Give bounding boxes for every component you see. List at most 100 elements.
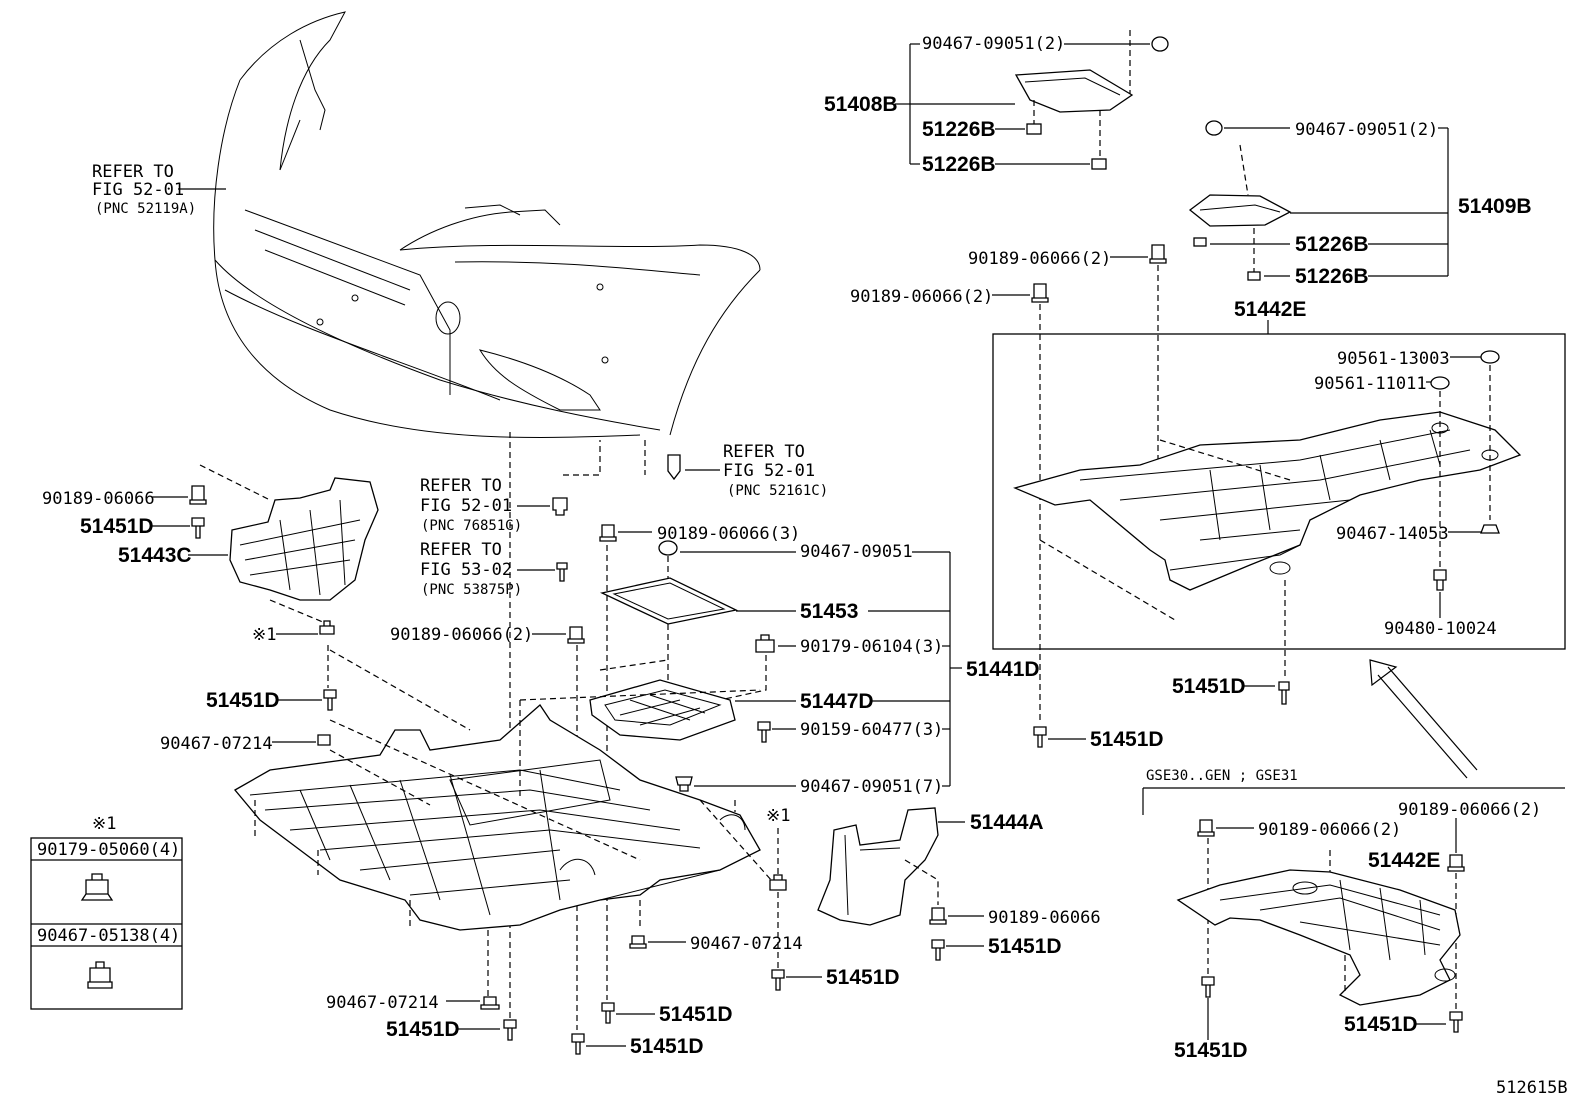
- svg-text:51451D: 51451D: [988, 935, 1062, 958]
- under-cover-51442e-gse: [1176, 869, 1461, 1006]
- svg-text:51451D: 51451D: [206, 689, 280, 712]
- clip-52161c-icon: [667, 454, 681, 481]
- cover-51443c: [229, 477, 379, 601]
- refer-clip-note: REFER TO FIG 52-01 (PNC 76851G): [420, 476, 568, 534]
- svg-text:51447D: 51447D: [800, 690, 874, 713]
- bolt-icon: [323, 689, 337, 711]
- clip-icon: [189, 485, 207, 505]
- clip-icon: [1031, 283, 1049, 303]
- u-nut-icon: [80, 873, 114, 901]
- bolt-icon: [503, 1019, 517, 1041]
- clip-icon: [1205, 120, 1223, 136]
- under-cover-main: [234, 704, 761, 931]
- nut-icon: [1247, 271, 1261, 281]
- svg-text:REFER TO: REFER TO: [420, 476, 502, 496]
- bolt-icon: [1201, 976, 1215, 998]
- svg-text:90561-11011: 90561-11011: [1314, 374, 1427, 394]
- clip-icon: [629, 935, 647, 949]
- svg-text:51451D: 51451D: [80, 515, 154, 538]
- clip-icon: [675, 776, 693, 792]
- svg-text:51451D: 51451D: [1172, 675, 1246, 698]
- svg-text:90480-10024: 90480-10024: [1384, 619, 1497, 639]
- svg-text:51453: 51453: [800, 600, 858, 623]
- nut-icon: [1091, 158, 1107, 170]
- group-gse30: GSE30..GEN ; GSE31 90189-06066(2) 90189-…: [1142, 768, 1565, 1062]
- clips-90189-06066: 90189-06066(2) 90189-06066(2): [850, 244, 1167, 720]
- svg-text:51444A: 51444A: [970, 811, 1044, 834]
- bolt-icon: [191, 517, 205, 539]
- bolt-icon: [601, 1002, 615, 1024]
- nut-icon: [769, 874, 787, 891]
- svg-text:51451D: 51451D: [659, 1003, 733, 1026]
- svg-text:51441D: 51441D: [966, 658, 1040, 681]
- svg-text:FIG 53-02: FIG 53-02: [420, 560, 512, 580]
- clip-icon: [567, 626, 585, 644]
- clip-76851g-icon: [552, 497, 568, 516]
- svg-text:GSE30..GEN ; GSE31: GSE30..GEN ; GSE31: [1146, 768, 1298, 784]
- svg-text:51226B: 51226B: [1295, 233, 1369, 256]
- group-51441d: 90189-06066(3) 90467-09051 51453 90189-0…: [234, 524, 1040, 1058]
- svg-text:51451D: 51451D: [630, 1035, 704, 1058]
- clip-icon: [658, 540, 678, 556]
- svg-text:90467-09051: 90467-09051: [800, 542, 913, 562]
- clip-icon: [480, 996, 500, 1010]
- svg-text:FIG 52-01: FIG 52-01: [420, 496, 512, 516]
- cover-51453: [599, 577, 739, 625]
- nut-icon: [755, 634, 775, 653]
- svg-text:REFER TO: REFER TO: [723, 442, 805, 462]
- svg-text:90467-07214: 90467-07214: [690, 934, 803, 954]
- svg-text:90467-07214: 90467-07214: [160, 734, 273, 754]
- svg-text:90189-06066(2): 90189-06066(2): [1398, 800, 1541, 820]
- legend-box: ※1 90179-05060(4) 90467-05138(4): [30, 814, 183, 1010]
- svg-text:51443C: 51443C: [118, 544, 192, 567]
- clip-icon: [1447, 854, 1465, 872]
- cover-51409b: [1188, 194, 1292, 227]
- direction-arrow: [1369, 659, 1478, 779]
- clip-icon: [1197, 819, 1215, 837]
- svg-text:90467-07214: 90467-07214: [326, 993, 439, 1013]
- group-51408b: 90467-09051(2) 51408B 51226B 51226B: [824, 30, 1169, 176]
- clip-icon: [599, 524, 617, 542]
- svg-text:90189-06066: 90189-06066: [988, 908, 1101, 928]
- svg-text:REFER TO: REFER TO: [420, 540, 502, 560]
- svg-text:90189-06066: 90189-06066: [42, 489, 155, 509]
- panel-51442e-box: 51442E 90561-13003 90561-11011 90467-140…: [992, 298, 1566, 680]
- svg-text:90467-09051(2): 90467-09051(2): [1295, 120, 1438, 140]
- svg-text:90561-13003: 90561-13003: [1337, 349, 1450, 369]
- svg-text:(PNC 76851G): (PNC 76851G): [421, 518, 522, 534]
- svg-text:FIG 52-01: FIG 52-01: [92, 180, 184, 200]
- svg-text:51442E: 51442E: [1234, 298, 1306, 321]
- clip-icon: [1480, 524, 1500, 534]
- bolt-icon: [771, 969, 785, 991]
- svg-text:51226B: 51226B: [922, 118, 996, 141]
- bolt-icon: [1433, 569, 1447, 591]
- svg-text:90189-06066(2): 90189-06066(2): [968, 249, 1111, 269]
- svg-text:51442E: 51442E: [1368, 849, 1440, 872]
- nut-icon: [1193, 237, 1207, 247]
- bolt-icon: [571, 1033, 585, 1055]
- svg-text:(PNC 52161C): (PNC 52161C): [727, 483, 828, 499]
- bolt-icon: [1033, 726, 1047, 748]
- clip-icon: [929, 907, 947, 925]
- svg-text:REFER TO: REFER TO: [92, 162, 174, 182]
- svg-text:FIG 52-01: FIG 52-01: [723, 461, 815, 481]
- figure-id: 512615B: [1496, 1078, 1568, 1098]
- svg-text:51409B: 51409B: [1458, 195, 1532, 218]
- refer-screw-note: REFER TO FIG 53-02 (PNC 53875P): [420, 540, 568, 598]
- svg-text:(PNC 53875P): (PNC 53875P): [421, 582, 522, 598]
- bolt-icon: [931, 939, 945, 961]
- clip-icon: [1149, 244, 1167, 264]
- svg-text:90189-06066(3): 90189-06066(3): [657, 524, 800, 544]
- bolt-icon: [1278, 681, 1290, 705]
- svg-text:90159-60477(3): 90159-60477(3): [800, 720, 943, 740]
- nut-icon: [319, 620, 335, 635]
- bracket-51447d: [589, 679, 736, 741]
- nut-icon: [1026, 123, 1042, 135]
- svg-text:90467-09051(2): 90467-09051(2): [922, 34, 1065, 54]
- svg-text:51451D: 51451D: [826, 966, 900, 989]
- svg-text:51226B: 51226B: [1295, 265, 1369, 288]
- group-51409b: 90467-09051(2) 51409B 51226B 51226B: [1188, 120, 1532, 288]
- svg-text:51451D: 51451D: [1174, 1039, 1248, 1062]
- grommet-icon: [1480, 350, 1500, 364]
